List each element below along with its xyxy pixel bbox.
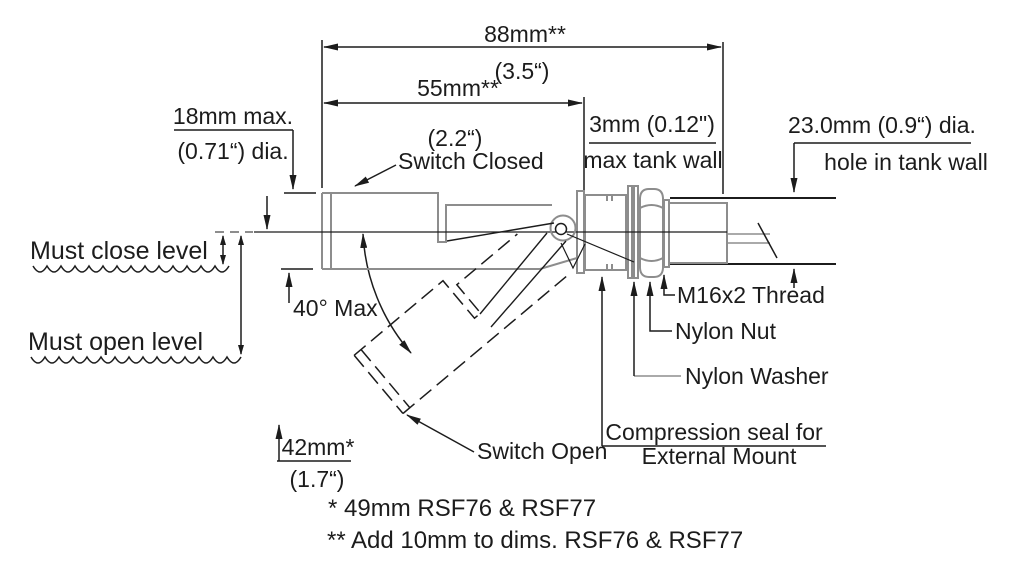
arm-closed xyxy=(446,222,555,242)
angle-40-arc xyxy=(360,233,412,354)
float-open-endcap-inner xyxy=(360,349,411,409)
rear-cylinder xyxy=(668,202,728,264)
hinge xyxy=(446,214,635,270)
part-labels: M16x2 Thread Nylon Nut Nylon Washer Comp… xyxy=(598,274,829,469)
tank-wall xyxy=(670,197,836,265)
note-single-star: * 49mm RSF76 & RSF77 xyxy=(328,495,596,522)
arm-open-bottom xyxy=(490,240,567,328)
washer-label: Nylon Washer xyxy=(685,363,829,389)
float-closed xyxy=(321,192,578,270)
nut-facet-bottom xyxy=(639,257,664,262)
switch-open-label: Switch Open xyxy=(477,438,607,464)
thread-label: M16x2 Thread xyxy=(677,282,825,308)
switch-closed-label: Switch Closed xyxy=(398,148,544,174)
dim-23mm: 23.0mm (0.9“) dia. hole in tank wall xyxy=(788,112,988,288)
float-closed-bottom xyxy=(322,257,578,270)
dim-42mm: 42mm* (1.7“) xyxy=(275,424,355,492)
level-marks xyxy=(215,196,271,355)
float-open-bottom xyxy=(402,276,567,415)
dim-18mm-value: 18mm max. xyxy=(173,103,293,129)
float-open-top xyxy=(353,233,518,356)
hinge-bracket xyxy=(560,242,586,270)
float-open xyxy=(353,233,567,415)
must-close-waterline xyxy=(32,264,230,273)
dim-3mm: 3mm (0.12") max tank wall xyxy=(583,111,722,173)
must-open-label: Must open level xyxy=(28,328,203,356)
angle-40: 40° Max xyxy=(293,233,412,354)
dim-88mm-inches: (3.5“) xyxy=(495,58,550,84)
seal-label-line2: External Mount xyxy=(642,443,797,469)
nut-leader xyxy=(646,281,672,332)
dim-23mm-value: 23.0mm (0.9“) dia. xyxy=(788,112,976,138)
note-double-star: ** Add 10mm to dims. RSF76 & RSF77 xyxy=(327,527,743,554)
dim-55mm: 55mm** (2.2“) xyxy=(323,75,585,191)
hinge-diagonal xyxy=(566,233,635,263)
switch-open-leader xyxy=(406,414,475,453)
nut-outline xyxy=(639,188,664,278)
must-close-level: Must close level xyxy=(30,237,230,273)
nut-label: Nylon Nut xyxy=(675,318,777,344)
must-open-level: Must open level xyxy=(28,328,242,364)
thread-leader xyxy=(660,274,675,296)
nut-facet-top xyxy=(639,204,664,209)
seal-label-line1: Compression seal for xyxy=(605,419,823,445)
dim-42mm-inches: (1.7“) xyxy=(290,466,345,492)
dim-55mm-inches: (2.2“) xyxy=(428,125,483,151)
arm-open xyxy=(479,232,567,328)
dim-55mm-value: 55mm** xyxy=(417,75,499,101)
float-closed-top xyxy=(322,192,552,243)
dim-18mm-inches: (0.71“) dia. xyxy=(177,138,288,164)
switch-closed: Switch Closed xyxy=(354,148,544,187)
must-open-waterline xyxy=(30,355,242,364)
dim-3mm-value: 3mm (0.12") xyxy=(589,111,715,137)
dim-23mm-caption: hole in tank wall xyxy=(824,149,988,175)
switch-open: Switch Open xyxy=(406,414,607,464)
dim-42mm-value: 42mm* xyxy=(282,434,355,460)
hinge-pin xyxy=(554,222,568,236)
must-close-label: Must close level xyxy=(30,237,208,265)
notes: * 49mm RSF76 & RSF77 ** Add 10mm to dims… xyxy=(327,495,743,554)
switch-closed-leader xyxy=(354,164,397,187)
dim-88mm: 88mm** (3.5“) xyxy=(321,21,724,194)
dim-18mm: 18mm max. (0.71“) dia. xyxy=(173,103,316,303)
wire-break-mark xyxy=(757,222,778,259)
float-open-endcap-outer xyxy=(353,354,404,414)
hinge-knuckle xyxy=(549,214,577,242)
arm-open-top xyxy=(479,232,548,315)
angle-40-label: 40° Max xyxy=(293,295,378,321)
dim-3mm-caption: max tank wall xyxy=(583,147,722,173)
dim-88mm-value: 88mm** xyxy=(484,21,566,47)
